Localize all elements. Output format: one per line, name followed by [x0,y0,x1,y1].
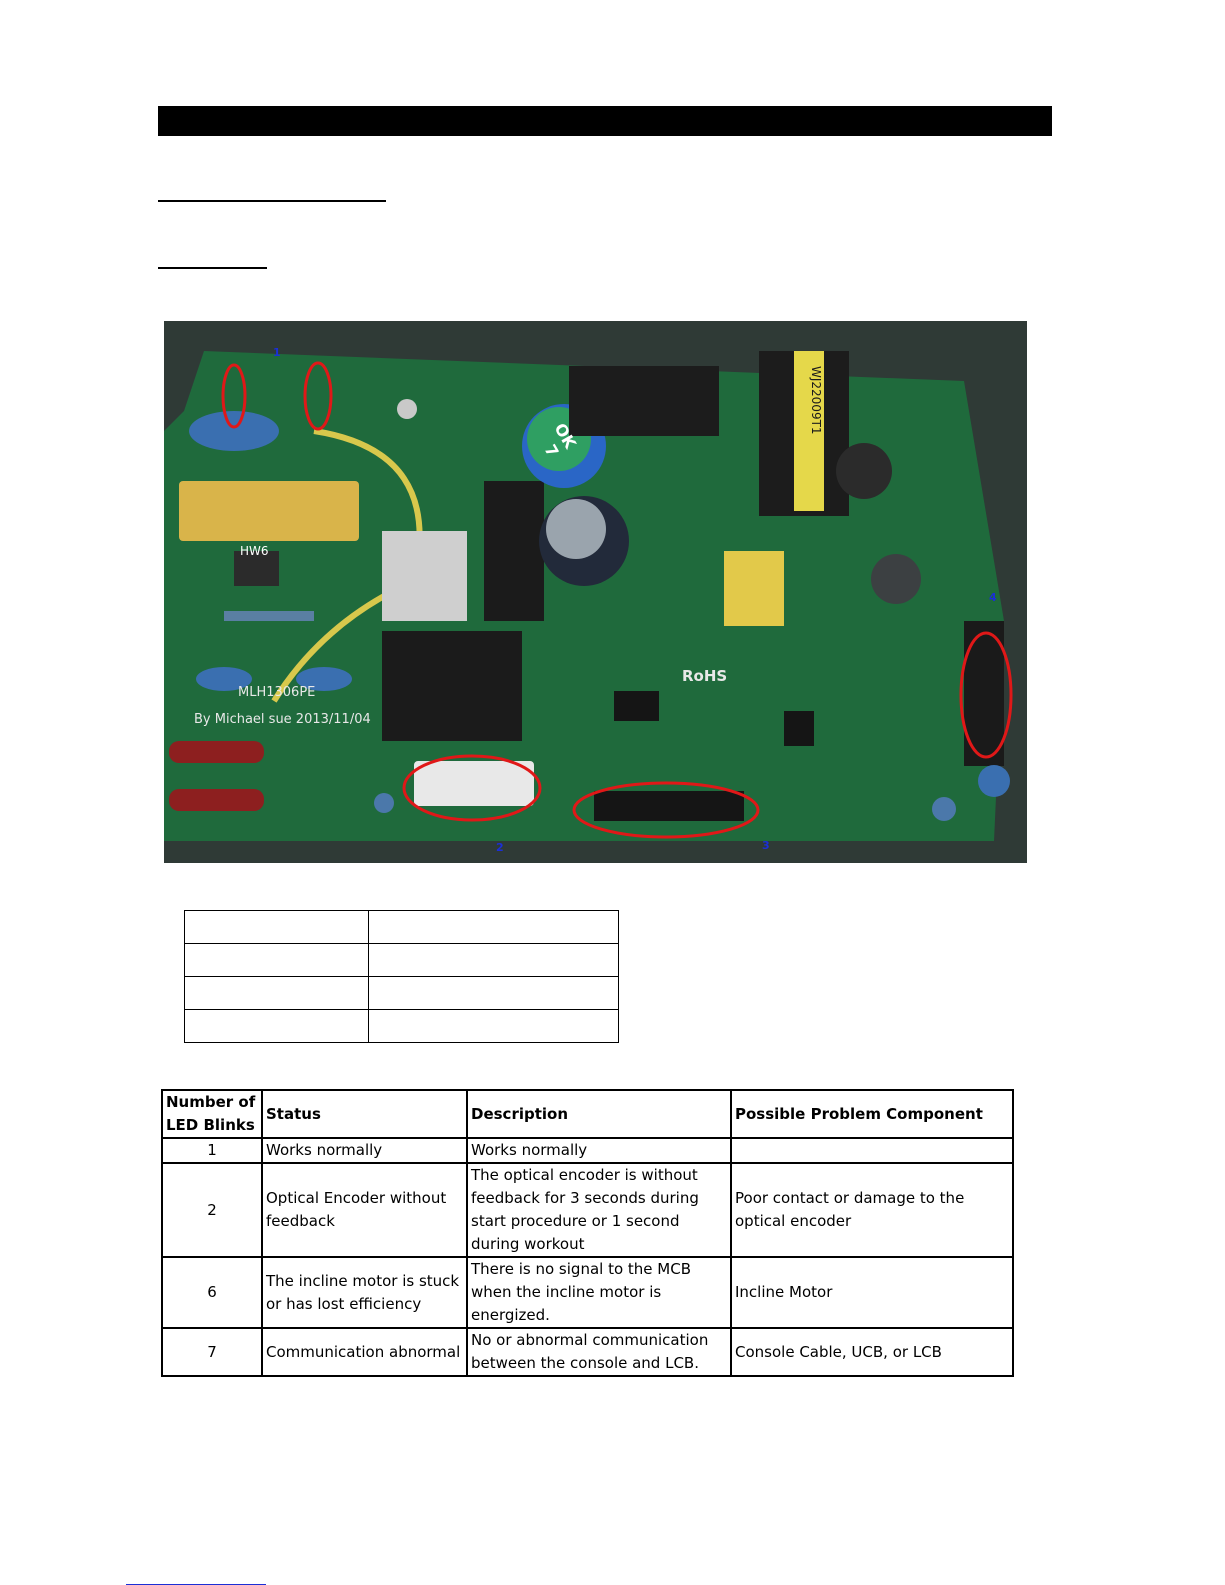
marker-label-3: 3 [762,839,770,852]
cell-description: No or abnormal communication between the… [466,1327,732,1377]
cell-component: Incline Motor [730,1256,1014,1329]
empty-connector-table [184,910,619,1043]
table-row [184,943,619,977]
table-row [184,910,619,944]
cell-component: Console Cable, UCB, or LCB [730,1327,1014,1377]
cell-description: The optical encoder is without feedback … [466,1162,732,1258]
table-row: 2 Optical Encoder without feedback The o… [161,1162,1014,1258]
pcb-author-text: By Michael sue 2013/11/04 [194,712,371,727]
header-status: Status [261,1089,468,1139]
yellow-capacitor [179,481,359,541]
cell-blinks: 1 [161,1137,263,1164]
header-description: Description [466,1089,732,1139]
section-heading-underline [158,200,386,202]
marker-3 [572,781,760,839]
cell-blinks: 2 [161,1162,263,1258]
cell-status: The incline motor is stuck or has lost e… [261,1256,468,1329]
cell-component [730,1137,1014,1164]
pcb-rohs-text: RoHS [682,667,727,685]
table-row: 1 Works normally Works normally [161,1137,1014,1164]
header-component: Possible Problem Component [730,1089,1014,1139]
cell-blinks: 7 [161,1327,263,1377]
cell-blinks: 6 [161,1256,263,1329]
marker-label-4: 4 [989,591,997,604]
marker-label-2: 2 [496,841,504,854]
cell-component: Poor contact or damage to the optical en… [730,1162,1014,1258]
cell-status: Works normally [261,1137,468,1164]
table-header-row: Number of LED Blinks Status Description … [161,1089,1014,1139]
pcb-model-text: MLH1306PE [238,685,315,700]
marker-1b [303,361,333,431]
table-row [184,1009,619,1043]
header-blinks: Number of LED Blinks [161,1089,263,1139]
subsection-heading-underline [158,267,267,269]
cell-description: There is no signal to the MCB when the i… [466,1256,732,1329]
table-row [184,976,619,1010]
transformer-label: WJ22009T1 [809,366,823,435]
led-blink-table: Number of LED Blinks Status Description … [161,1089,1014,1377]
choke-label: HW6 [240,544,269,558]
marker-4 [959,631,1013,759]
circuit-board-photo: MLH1306PE By Michael sue 2013/11/04 RoHS… [164,321,1027,863]
table-row: 7 Communication abnormal No or abnormal … [161,1327,1014,1377]
cell-description: Works normally [466,1137,732,1164]
marker-2 [402,754,542,822]
cell-status: Communication abnormal [261,1327,468,1377]
marker-label-1: 1 [273,346,281,359]
table-row: 6 The incline motor is stuck or has lost… [161,1256,1014,1329]
title-bar [158,106,1052,136]
marker-1a [221,363,247,429]
cell-status: Optical Encoder without feedback [261,1162,468,1258]
